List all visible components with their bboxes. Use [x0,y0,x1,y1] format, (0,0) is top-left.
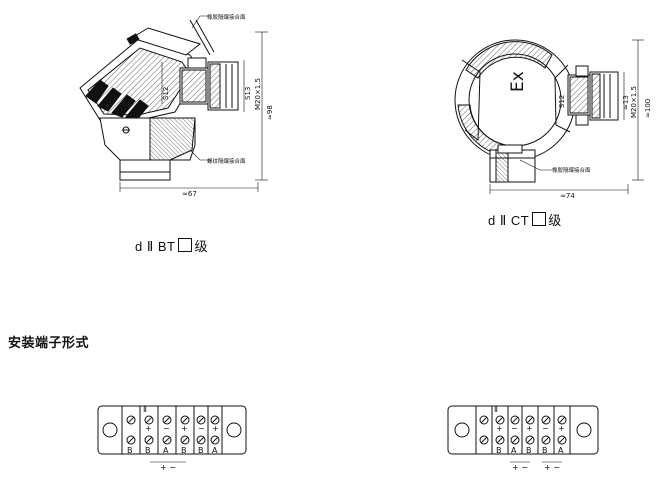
left-drawing-caption: d Ⅱ BT 级 [135,236,208,255]
terminal-left-labels: Ⅱ + − + − + B B A B B A + − [127,405,219,472]
tl-bot-4: B [198,446,204,455]
tl-bot-2: A [163,446,169,455]
tr-top-2: − [511,424,518,433]
tl-top-1: + [145,424,152,433]
terminal-block-left [97,405,247,463]
tl-top-4: − [198,424,205,433]
tl-polarity: + − [160,463,176,472]
terminal-right-labels: Ⅱ + − + − + B A B B A + − + − [494,405,565,472]
right-caption-box [532,212,547,226]
left-cable-gland [179,57,239,111]
right-caption-prefix: d Ⅱ CT [488,213,530,228]
tr-bot-1: A [511,446,517,455]
tr-top-1: + [496,424,503,433]
right-dim-s13: ≈13 [622,95,630,110]
left-callout-top: 橡胶隔爆接合面 [207,13,246,21]
right-base [489,144,536,183]
section-title: 安装端子形式 [8,336,90,351]
tr-top-3: + [526,424,533,433]
left-dim-s13: S13 [244,87,252,100]
tr-top-4: − [542,424,549,433]
right-dim-thread: M20×1.5 [630,86,638,118]
right-dim-s12: S12 [558,95,566,108]
left-body [99,117,196,181]
right-cable-gland [567,65,619,126]
left-callout-bottom: 螺纹隔爆接合面 [207,157,246,165]
tr-bot-3: B [542,446,548,455]
right-dimensions [489,39,644,194]
right-drawing-caption: d Ⅱ CT 级 [488,210,562,229]
left-junction-box-drawing [79,15,268,192]
tl-bot-1: B [145,446,151,455]
terminal-block-right [447,405,599,463]
tr-bot-2: B [526,446,532,455]
right-callout: 橡胶隔爆接合面 [552,166,591,174]
tl-bot-3: B [181,446,187,455]
left-dim-height: ≈98 [266,105,274,120]
tl-top-3: + [181,424,188,433]
tr-polarity-2: + − [544,463,560,472]
tl-top-0: Ⅱ [143,405,147,414]
tl-bot-0: B [127,446,133,455]
right-ex-mark: Ex [508,71,528,92]
tr-top-5: + [558,424,565,433]
terminal-right-screws [479,415,567,445]
tl-top-5: + [212,424,219,433]
right-dim-height: ≈100 [644,99,652,118]
tr-top-0: Ⅱ [494,405,498,414]
tl-top-2: − [163,424,170,433]
tr-bot-4: A [558,446,564,455]
right-junction-box-drawing [454,39,644,194]
right-dim-width: ≈74 [560,192,575,200]
right-round-head [454,39,576,161]
left-caption-suffix: 级 [194,239,208,254]
left-caption-prefix: d Ⅱ BT [135,239,176,254]
left-caption-box [178,238,193,252]
tl-bot-5: A [212,446,218,455]
left-dim-s12: S12 [162,87,170,100]
left-dimensions [119,15,268,192]
left-dim-width: ≈67 [182,190,197,198]
left-dim-thread: M20×1.5 [254,78,262,110]
tr-polarity-1: + − [512,463,528,472]
tr-bot-0: B [496,446,502,455]
right-caption-suffix: 级 [548,213,562,228]
terminal-left-screws [126,415,220,445]
